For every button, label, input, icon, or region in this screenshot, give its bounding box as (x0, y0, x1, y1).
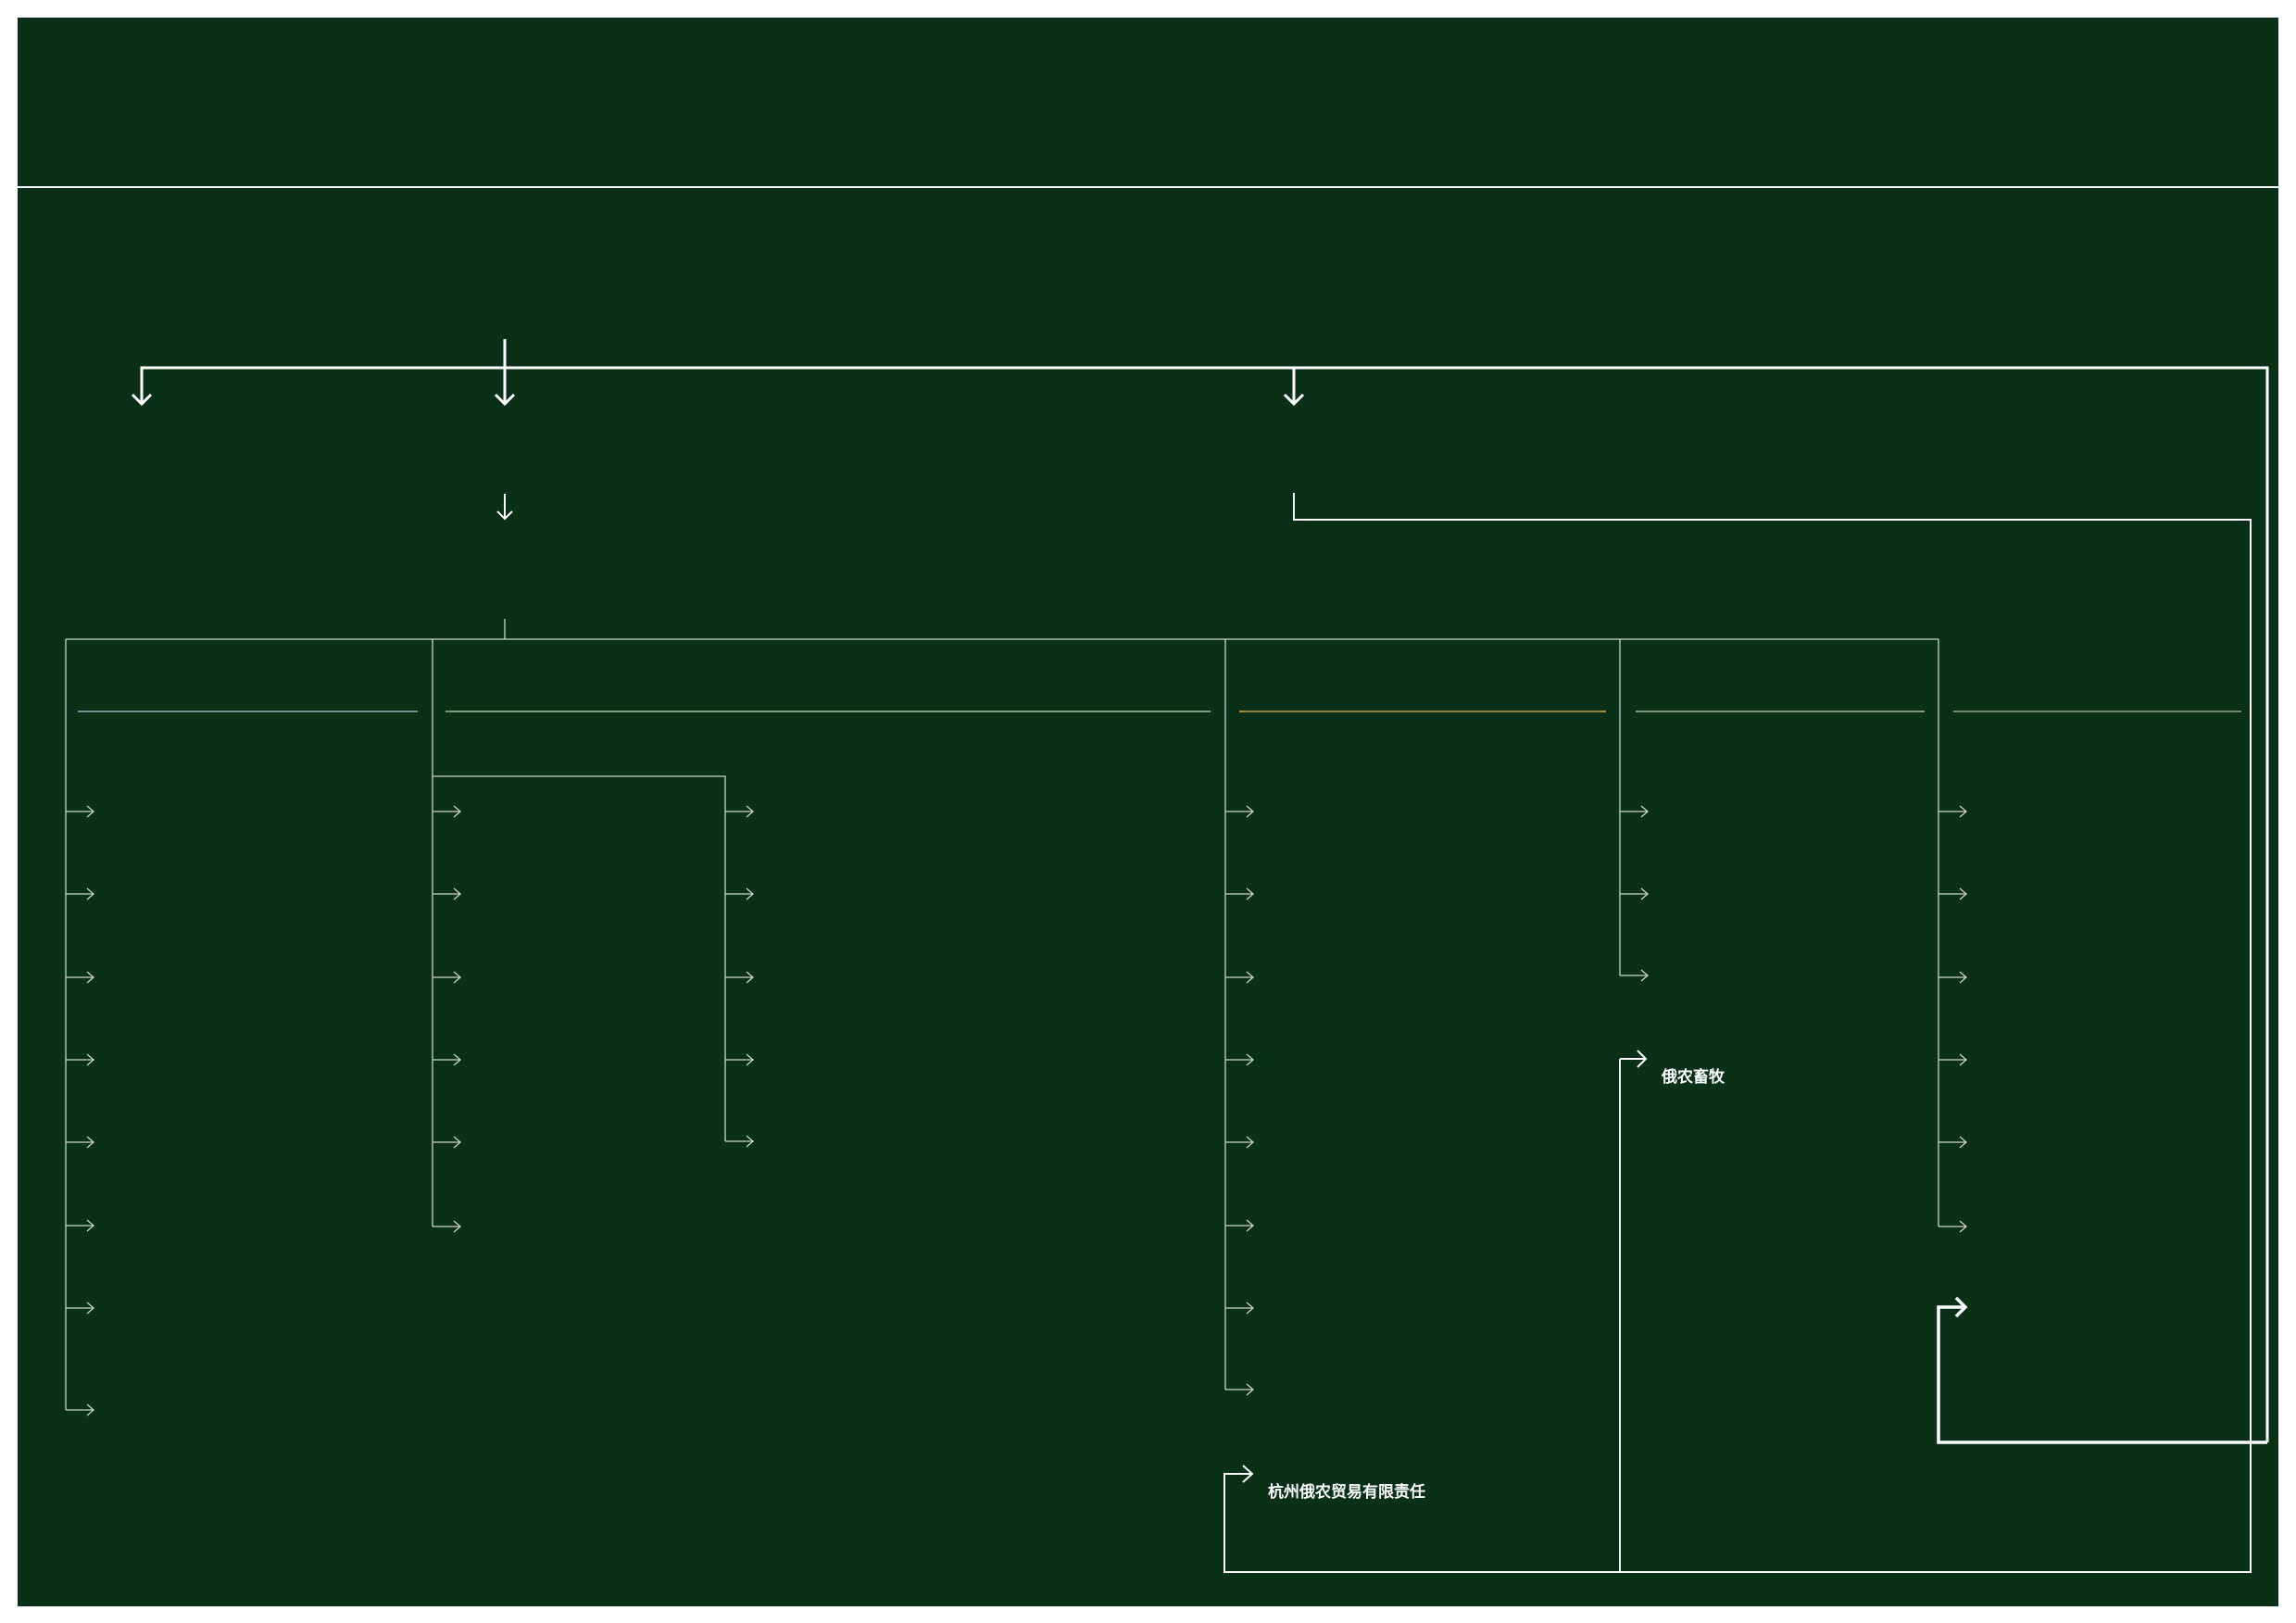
branch-arrow-head (86, 805, 94, 818)
branch-arrow-head (453, 805, 461, 818)
branch-arrow-head (1246, 971, 1254, 984)
branch-arrow-head (1246, 1136, 1254, 1149)
branch-arrow-head (86, 1053, 94, 1066)
branch-arrow-head (86, 887, 94, 900)
branch-arrow-head (1959, 1220, 1967, 1233)
branch-arrow-head (1640, 969, 1649, 982)
branch-arrow-head (453, 1220, 461, 1233)
branch-arrow-head (1246, 1053, 1254, 1066)
branch-arrow-head (1640, 887, 1649, 900)
node-label-trading-company: 杭州俄农贸易有限责任 (1268, 1482, 1425, 1502)
branch-arrow-head (1640, 805, 1649, 818)
branch-arrow-head (1959, 805, 1967, 818)
branch-arrow-head (1959, 1053, 1967, 1066)
branch-arrows (66, 805, 1967, 1416)
branch-arrow-head (453, 1053, 461, 1066)
branch-arrow-head (1959, 971, 1967, 984)
branch-arrow-head (86, 1403, 94, 1416)
branch-arrow-head (86, 971, 94, 984)
branch-arrow-head (1246, 1219, 1254, 1232)
branch-arrow-head (746, 1053, 754, 1066)
branch-arrow-head (1246, 805, 1254, 818)
branch-arrow-head (453, 1136, 461, 1149)
return-loop-connector (1937, 1296, 2267, 1444)
chart-board-background (18, 18, 2278, 1606)
branch-arrow-head (86, 1136, 94, 1149)
department-frame (65, 619, 1939, 1410)
branch-arrow-head (453, 971, 461, 984)
branch-arrow-head (746, 887, 754, 900)
branch-arrow-head (746, 1135, 754, 1148)
branch-arrow-head (1959, 887, 1967, 900)
branch-arrow-head (1246, 1302, 1254, 1315)
branch-arrow-head (1959, 1136, 1967, 1149)
branch-arrow-head (453, 887, 461, 900)
branch-arrow-head (746, 805, 754, 818)
branch-arrow-head (1246, 887, 1254, 900)
top-connector-bus (131, 339, 2269, 1442)
branch-arrow-head (746, 971, 754, 984)
branch-arrow-head (86, 1219, 94, 1232)
secondary-connectors (496, 493, 2252, 1573)
branch-arrow-head (1246, 1383, 1254, 1396)
branch-arrow-head (86, 1302, 94, 1315)
node-label-livestock: 俄农畜牧 (1661, 1067, 1725, 1087)
